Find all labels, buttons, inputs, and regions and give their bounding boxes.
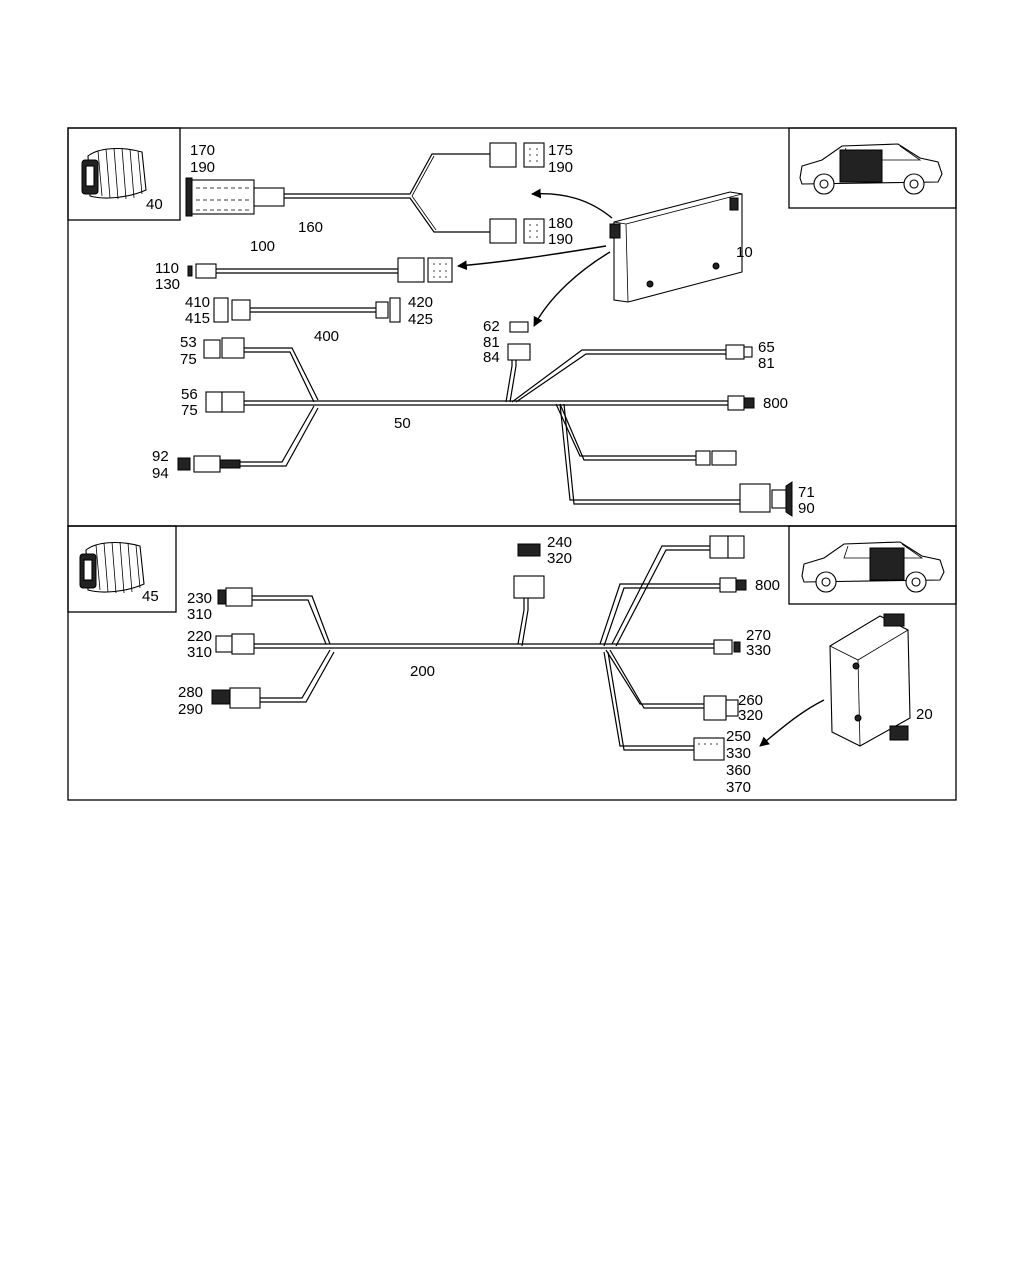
label-180: 180 [548,215,573,232]
label-290: 290 [178,701,203,718]
label-50: 50 [394,415,411,432]
label-75: 75 [180,351,197,368]
harness-200 [211,535,747,761]
inset-box-40 [67,127,181,221]
inset-box-car-upper [788,127,957,209]
control-unit-10 [609,191,743,303]
lower-panel-frame [67,525,957,801]
label-65: 65 [758,339,775,356]
harness-160 [185,142,545,244]
control-unit-20 [829,613,911,747]
label-40: 40 [146,196,163,213]
label-130: 130 [155,276,180,293]
car-side-icon [799,143,943,195]
label-175: 175 [548,142,573,159]
label-330: 330 [746,642,771,659]
label-410: 410 [185,294,210,311]
harness-400 [213,297,401,323]
label-425: 425 [408,311,433,328]
rubber-boot-icon [79,541,145,594]
label-170: 170 [190,142,215,159]
label-10: 10 [736,244,753,261]
label-75: 75 [181,402,198,419]
label-71: 71 [798,484,815,501]
inset-box-45 [67,525,177,613]
label-56: 56 [181,386,198,403]
label-310: 310 [187,644,212,661]
label-84: 84 [483,349,500,366]
label-370: 370 [726,779,751,796]
label-800: 800 [755,577,780,594]
label-20: 20 [916,706,933,723]
label-94: 94 [152,465,169,482]
label-90: 90 [798,500,815,517]
label-190: 190 [190,159,215,176]
harness-100 [187,257,453,283]
label-320: 320 [738,707,763,724]
inset-box-car-lower [788,525,957,605]
label-160: 160 [298,219,323,236]
label-190: 190 [548,159,573,176]
label-280: 280 [178,684,203,701]
diagram-frames [67,127,957,801]
label-330: 330 [726,745,751,762]
label-81: 81 [758,355,775,372]
label-800: 800 [763,395,788,412]
label-110: 110 [155,260,179,277]
label-62: 62 [483,318,500,335]
label-270: 270 [746,627,771,644]
label-240: 240 [547,534,572,551]
harness-50 [177,321,793,517]
arrows [457,188,825,747]
part-labels: 40 45 170 190 160 175 190 180 190 10 100… [142,142,933,796]
label-100: 100 [250,238,275,255]
label-200: 200 [410,663,435,680]
label-320: 320 [547,550,572,567]
label-45: 45 [142,588,159,605]
label-360: 360 [726,762,751,779]
label-81: 81 [483,334,500,351]
label-220: 220 [187,628,212,645]
rubber-boot-icon [81,147,147,200]
label-260: 260 [738,692,763,709]
label-230: 230 [187,590,212,607]
label-310: 310 [187,606,212,623]
label-53: 53 [180,334,197,351]
label-92: 92 [152,448,169,465]
label-250: 250 [726,728,751,745]
label-420: 420 [408,294,433,311]
car-side-icon [801,541,945,593]
label-415: 415 [185,310,210,327]
label-400: 400 [314,328,339,345]
label-190: 190 [548,231,573,248]
